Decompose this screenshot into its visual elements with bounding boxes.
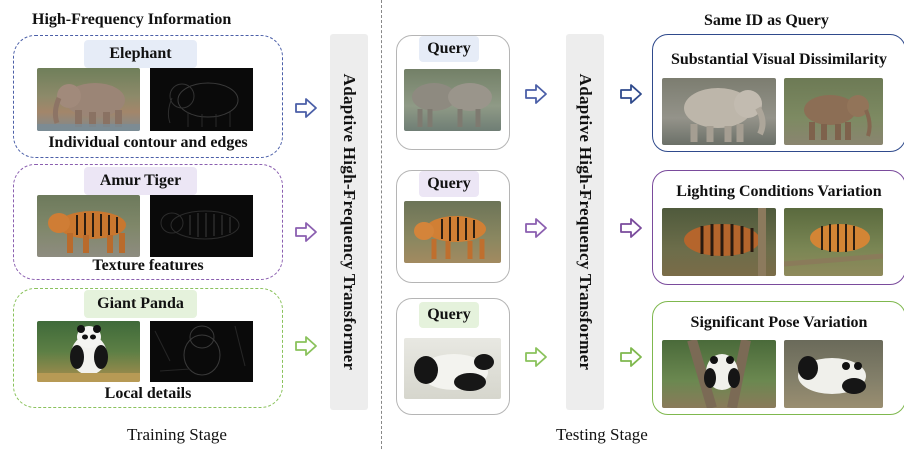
- testing-transformer-block: Adaptive High-Frequency Transformer: [566, 34, 604, 410]
- testing-stage-label: Testing Stage: [556, 425, 648, 444]
- training-stage-label: Training Stage: [127, 425, 227, 444]
- query-label-panda: Query: [419, 302, 479, 328]
- result-arrow-purple: [620, 218, 642, 238]
- panda-caption: Local details: [104, 385, 192, 402]
- query-panda-photo: [404, 338, 501, 399]
- tiger-caption: Texture features: [92, 257, 204, 274]
- training-arrow-green: [295, 336, 317, 356]
- query-label-tiger: Query: [419, 171, 479, 197]
- query-tiger-photo: [404, 201, 501, 263]
- query-arrow-purple: [525, 218, 547, 238]
- elephant-group: [13, 35, 283, 158]
- tiger-highfreq-map: [150, 195, 253, 257]
- tiger-photo: [37, 195, 140, 257]
- tiger-label: Amur Tiger: [84, 167, 197, 195]
- result-arrow-green: [620, 347, 642, 367]
- tiger-group: [13, 164, 283, 280]
- results-section-title: Same ID as Query: [704, 12, 829, 29]
- result-tiger-photo-1: [662, 208, 776, 276]
- panda-photo: [37, 321, 140, 382]
- query-elephant-photo: [404, 69, 501, 131]
- result-panda-photo-2: [784, 340, 883, 408]
- query-label-elephant: Query: [419, 36, 479, 62]
- panda-group: [13, 288, 283, 408]
- elephant-label: Elephant: [84, 40, 197, 68]
- training-transformer-label: Adaptive High-Frequency Transformer: [340, 73, 359, 371]
- result-elephant-photo-2: [784, 78, 883, 145]
- training-section-title: High-Frequency Information: [32, 11, 232, 28]
- elephant-photo: [37, 68, 140, 131]
- elephant-caption: Individual contour and edges: [48, 134, 248, 151]
- result-elephant-photo-1: [662, 78, 776, 145]
- elephant-highfreq-map: [150, 68, 253, 131]
- panda-label: Giant Panda: [84, 290, 197, 318]
- query-arrow-green: [525, 347, 547, 367]
- training-arrow-purple: [295, 222, 317, 242]
- training-transformer-block: Adaptive High-Frequency Transformer: [330, 34, 368, 410]
- testing-transformer-label: Adaptive High-Frequency Transformer: [576, 73, 595, 371]
- query-arrow-blue: [525, 84, 547, 104]
- training-arrow-blue: [295, 98, 317, 118]
- stage-divider: [381, 0, 382, 449]
- result-caption-tiger: Lighting Conditions Variation: [676, 183, 882, 200]
- panda-highfreq-map: [150, 321, 253, 382]
- result-panda-photo-1: [662, 340, 776, 408]
- result-caption-elephant: Substantial Visual Dissimilarity: [670, 51, 888, 68]
- result-arrow-blue: [620, 84, 642, 104]
- result-tiger-photo-2: [784, 208, 883, 276]
- result-caption-panda: Significant Pose Variation: [690, 314, 868, 331]
